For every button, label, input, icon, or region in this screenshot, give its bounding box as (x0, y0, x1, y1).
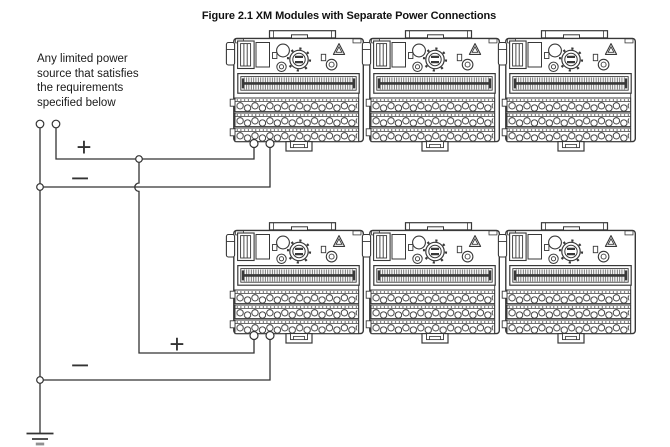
power-source-terminal (35, 119, 45, 129)
wire-junction (135, 155, 143, 163)
minus-label: − (71, 350, 90, 380)
xm-module (497, 221, 637, 345)
power-source-terminal (51, 119, 61, 129)
module-power-terminal (265, 138, 275, 149)
minus-label: − (71, 163, 90, 193)
power-wiring (26, 119, 275, 446)
note-line: Any limited power (37, 53, 128, 65)
wire-junction (36, 376, 44, 384)
plus-label: + (169, 329, 184, 359)
wire-junction (36, 183, 44, 191)
module-power-terminal (265, 330, 275, 341)
module-power-terminal (249, 138, 259, 149)
xm-module (361, 29, 501, 153)
positive-wire-top (55, 127, 255, 160)
xm-module (225, 221, 365, 345)
xm-module (497, 29, 637, 153)
note-line: specified below (37, 96, 116, 109)
module-row-bottom (225, 221, 637, 345)
plus-label: + (76, 132, 91, 162)
xm-module (225, 29, 365, 153)
positive-wire-bottom (134, 162, 255, 354)
ground-symbol (26, 432, 54, 446)
module-power-terminal (249, 330, 259, 341)
negative-wire-bottom (40, 339, 271, 381)
note-line: the requirements (37, 82, 124, 95)
figure-title: Figure 2.1 XM Modules with Separate Powe… (201, 10, 497, 22)
power-source-note: Any limited power source that satisfies … (37, 52, 139, 110)
module-row-top (225, 29, 637, 153)
xm-module (361, 221, 501, 345)
negative-wire-top (40, 147, 271, 188)
note-line: source that satisfies (37, 67, 139, 80)
